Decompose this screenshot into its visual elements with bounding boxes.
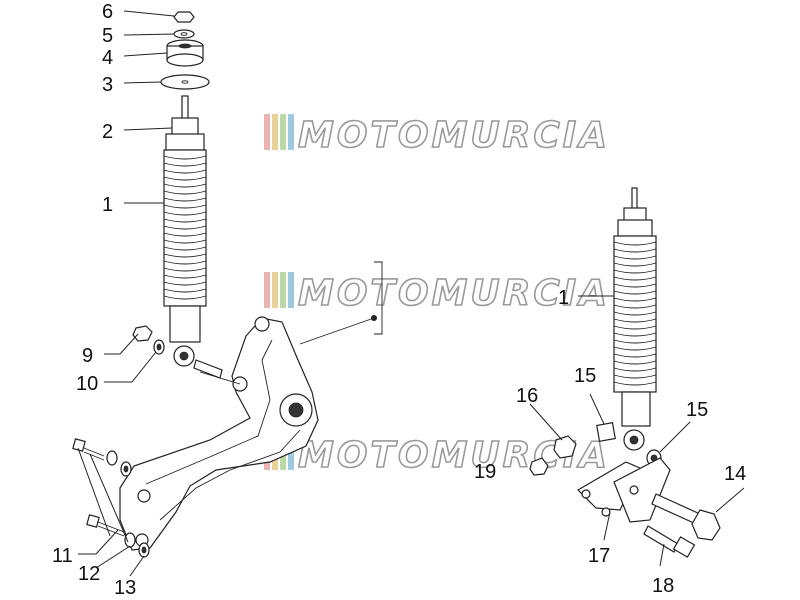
callout-1-right: 1 xyxy=(558,287,569,309)
callout-14: 14 xyxy=(724,463,746,485)
callout-18: 18 xyxy=(652,575,674,597)
callout-17: 17 xyxy=(588,545,610,567)
callout-12: 12 xyxy=(78,563,100,585)
callout-19: 19 xyxy=(474,461,496,483)
watermark-stripe xyxy=(264,114,270,150)
watermark-stripe xyxy=(280,272,286,308)
watermark-stripe xyxy=(264,272,270,308)
nut-19 xyxy=(529,457,549,476)
bracket-17 xyxy=(577,457,671,523)
bolt-11 xyxy=(72,438,125,537)
top-nut xyxy=(173,11,195,23)
callout-13: 13 xyxy=(114,577,136,599)
callout-1-left: 1 xyxy=(102,194,113,216)
shock-top-cap xyxy=(171,117,199,137)
watermark-middle: MOTOMURCIA xyxy=(264,272,610,315)
callouts: 6 5 4 3 2 1 9 10 11 12 13 1 16 15 15 19 … xyxy=(52,1,746,599)
watermark-stripe xyxy=(272,272,278,308)
nut-16 xyxy=(553,435,577,459)
watermark-stripe xyxy=(288,272,294,308)
watermark-stripe xyxy=(280,114,286,150)
top-washer xyxy=(173,29,195,39)
washer-13 xyxy=(120,461,150,558)
callout-4: 4 xyxy=(102,47,113,69)
spacer-15-left xyxy=(596,422,616,442)
right-shock-absorber xyxy=(613,187,657,451)
watermark-stripe xyxy=(272,114,278,150)
reference-bracket xyxy=(374,261,383,335)
flat-washer xyxy=(160,74,210,90)
leader-lines xyxy=(77,10,745,577)
damper-body xyxy=(169,305,201,343)
washer-12 xyxy=(106,450,136,548)
callout-2: 2 xyxy=(102,121,113,143)
callout-11: 11 xyxy=(52,545,73,567)
callout-6: 6 xyxy=(102,1,113,23)
callout-15-right: 15 xyxy=(686,399,708,421)
callout-9: 9 xyxy=(82,345,93,367)
left-shock-absorber xyxy=(160,11,210,367)
watermark-top: MOTOMURCIA xyxy=(264,114,610,157)
callout-15-left: 15 xyxy=(574,365,596,387)
bolt-14 xyxy=(651,493,721,541)
swing-arm xyxy=(119,316,319,551)
nut-9 xyxy=(132,325,153,342)
watermark-stripe xyxy=(288,114,294,150)
watermark-text: MOTOMURCIA xyxy=(298,115,610,156)
callout-16: 16 xyxy=(516,385,538,407)
bolt-18 xyxy=(643,525,696,558)
callout-10: 10 xyxy=(76,373,98,395)
callout-5: 5 xyxy=(102,25,113,47)
callout-3: 3 xyxy=(102,74,113,96)
shock-rod xyxy=(181,95,189,121)
reference-dot xyxy=(371,315,377,321)
coil-spring xyxy=(163,149,207,307)
watermark-text: MOTOMURCIA xyxy=(298,273,610,314)
